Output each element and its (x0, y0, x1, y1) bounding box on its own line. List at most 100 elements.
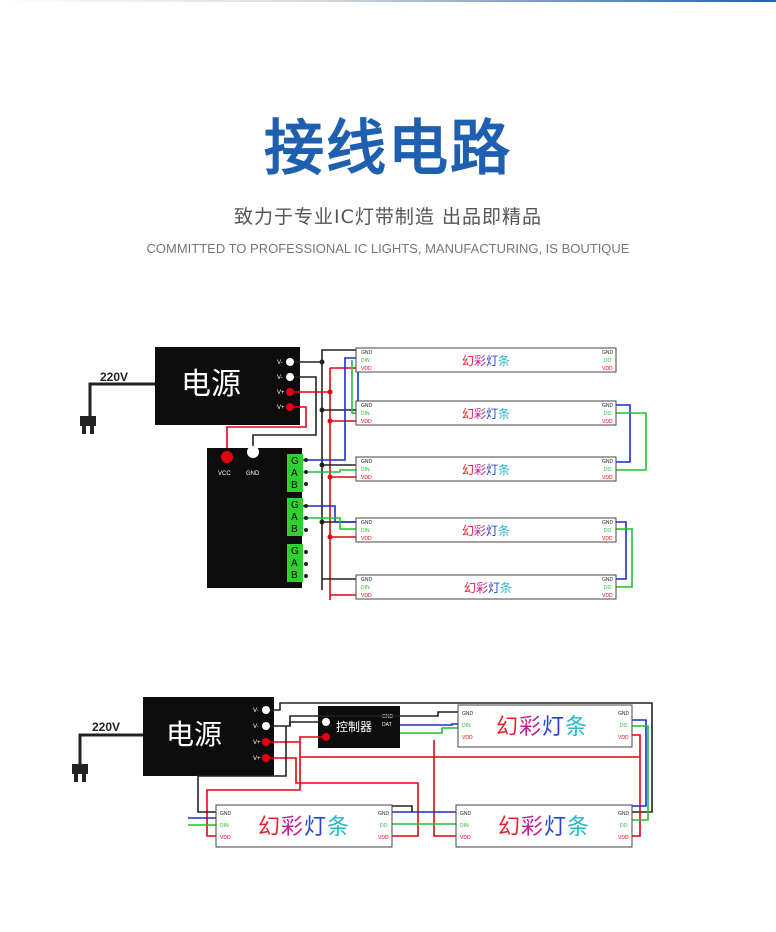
svg-text:VDD: VDD (378, 835, 389, 841)
diagram-1: 220V 电源 V- V- V+ V+ (80, 347, 647, 600)
svg-text:彩: 彩 (519, 715, 541, 740)
svg-text:G: G (291, 456, 299, 467)
svg-text:VDD: VDD (361, 593, 372, 599)
svg-text:幻: 幻 (258, 815, 280, 840)
led-strip: GND DIN VDD GND DO VDD 幻 彩 灯 条 (355, 347, 617, 373)
svg-text:DO: DO (604, 358, 612, 364)
svg-text:幻: 幻 (462, 463, 474, 477)
svg-text:灯: 灯 (544, 815, 566, 840)
svg-text:DIN: DIN (361, 358, 370, 364)
terminal-label: V- (253, 708, 259, 714)
svg-text:GND: GND (602, 350, 614, 356)
terminal-label: V- (277, 360, 283, 366)
mains-plug-icon (72, 733, 143, 782)
svg-text:G: G (291, 546, 299, 557)
controller-pin-label: DAT (382, 722, 392, 728)
svg-text:A: A (291, 512, 298, 523)
controller-box (207, 448, 302, 588)
controller-pin-label: GND (246, 471, 260, 477)
svg-text:GND: GND (602, 403, 614, 409)
diagram-2: 220V 电源 V- V- V+ V+ 控制器 GND DAT (72, 697, 653, 848)
svg-text:A: A (291, 558, 298, 569)
svg-text:幻: 幻 (462, 354, 474, 368)
terminal-negative (286, 358, 294, 366)
svg-text:DO: DO (604, 411, 612, 417)
svg-text:条: 条 (498, 463, 510, 477)
svg-text:彩: 彩 (281, 815, 303, 840)
svg-text:灯: 灯 (486, 354, 498, 368)
svg-text:DIN: DIN (462, 723, 471, 729)
svg-text:GND: GND (602, 459, 614, 465)
terminal-positive (286, 388, 294, 396)
svg-text:GND: GND (361, 403, 373, 409)
svg-text:DO: DO (604, 467, 612, 473)
svg-text:VDD: VDD (602, 593, 613, 599)
svg-text:DIN: DIN (220, 823, 229, 829)
controller-gnd-terminal (322, 718, 330, 726)
svg-text:GND: GND (220, 811, 232, 817)
svg-text:DO: DO (604, 528, 612, 534)
page-subtitle: 致力于专业IC灯带制造 出品即精品 (234, 206, 542, 228)
svg-text:DO: DO (380, 823, 388, 829)
led-strip: GND DIN VDD GND DO VDD 幻 彩 灯 条 (215, 804, 393, 848)
svg-text:条: 条 (498, 407, 510, 421)
svg-text:条: 条 (498, 524, 510, 538)
led-strip: GND DIN VDD GND DO VDD 幻 彩 灯 条 (355, 400, 617, 426)
power-supply-label: 电源 (181, 367, 241, 402)
svg-text:B: B (291, 480, 298, 491)
svg-text:条: 条 (567, 815, 589, 840)
svg-text:G: G (291, 500, 299, 511)
controller-port-2: G A B (287, 498, 308, 536)
svg-text:VDD: VDD (602, 475, 613, 481)
svg-text:B: B (291, 570, 298, 581)
svg-text:DIN: DIN (361, 528, 370, 534)
svg-text:灯: 灯 (488, 581, 500, 595)
svg-text:GND: GND (361, 577, 373, 583)
svg-text:VDD: VDD (460, 835, 471, 841)
svg-text:VDD: VDD (618, 735, 629, 741)
terminal-label: V+ (253, 756, 261, 762)
svg-text:GND: GND (460, 811, 472, 817)
svg-text:VDD: VDD (602, 419, 613, 425)
svg-text:GND: GND (361, 350, 373, 356)
svg-text:幻: 幻 (496, 715, 518, 740)
svg-text:VDD: VDD (602, 536, 613, 542)
svg-text:灯: 灯 (486, 407, 498, 421)
controller-gnd-terminal (247, 446, 259, 458)
led-strip: GND DIN VDD GND DO VDD 幻 彩 灯 条 (355, 574, 617, 600)
terminal-positive (286, 403, 294, 411)
led-strip: GND DIN VDD GND DO VDD 幻 彩 灯 条 (457, 704, 633, 748)
svg-text:DO: DO (604, 585, 612, 591)
top-accent-line (0, 0, 776, 2)
controller-port-3: G A B (287, 544, 308, 582)
controller-port-1: G A B (287, 454, 308, 492)
mains-voltage-label: 220V (100, 370, 128, 384)
controller-pin-label: VCC (218, 471, 231, 477)
svg-text:VDD: VDD (361, 419, 372, 425)
svg-text:A: A (291, 468, 298, 479)
svg-text:条: 条 (500, 581, 512, 595)
svg-text:彩: 彩 (476, 581, 488, 595)
mains-plug-icon (80, 382, 155, 434)
power-supply-box (143, 697, 274, 776)
svg-text:条: 条 (327, 815, 349, 840)
svg-text:DIN: DIN (460, 823, 469, 829)
led-strip: GND DIN VDD GND DO VDD 幻 彩 灯 条 (355, 456, 617, 482)
svg-text:条: 条 (565, 715, 587, 740)
page-title: 接线电路 (264, 114, 512, 184)
svg-text:彩: 彩 (474, 407, 486, 421)
svg-text:VDD: VDD (462, 735, 473, 741)
terminal-negative (262, 722, 270, 730)
svg-text:GND: GND (462, 711, 474, 717)
controller-vcc-terminal (322, 733, 330, 741)
terminal-positive (262, 738, 270, 746)
svg-text:彩: 彩 (474, 354, 486, 368)
svg-text:幻: 幻 (498, 815, 520, 840)
svg-text:GND: GND (602, 520, 614, 526)
svg-text:GND: GND (361, 459, 373, 465)
led-strip: GND DIN VDD GND DO VDD 幻 彩 灯 条 (455, 804, 633, 848)
terminal-negative (262, 706, 270, 714)
svg-text:GND: GND (618, 811, 630, 817)
svg-text:GND: GND (618, 711, 630, 717)
